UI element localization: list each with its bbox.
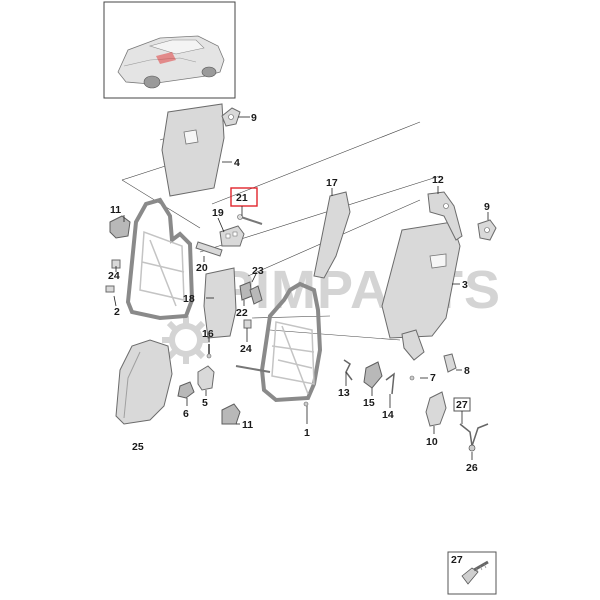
label-26: 26	[466, 462, 478, 474]
part-2-left-frame	[125, 197, 195, 321]
label-25: 25	[132, 441, 144, 453]
label-24b: 24	[240, 343, 252, 355]
part-24-clip-left	[105, 259, 121, 293]
part-labels: 9 4 11 21 19 17 12 9 20 23 24 3 18 22 2 …	[108, 112, 490, 566]
label-1: 1	[304, 427, 310, 439]
part-9-clip-upper	[221, 107, 241, 127]
label-4: 4	[234, 157, 240, 169]
label-6: 6	[183, 408, 189, 420]
label-24a: 24	[108, 270, 120, 282]
part-9-clip-right	[477, 219, 497, 241]
highlight-box-21	[230, 187, 258, 207]
label-19: 19	[212, 207, 224, 219]
part-17-side-trim	[313, 191, 351, 279]
part-5-bracket	[197, 365, 215, 391]
part-4-back-cover	[161, 103, 225, 197]
part-26-cable	[459, 423, 489, 452]
part-18-panel	[203, 267, 237, 339]
label-23: 23	[252, 265, 264, 277]
label-14: 14	[382, 409, 394, 421]
label-7: 7	[430, 372, 436, 384]
part-10-latch	[425, 391, 447, 427]
vehicle-thumbnail	[103, 1, 236, 99]
label-21: 21	[236, 192, 248, 204]
label-22: 22	[236, 307, 248, 319]
label-3: 3	[462, 279, 468, 291]
part-8-catch	[443, 353, 457, 373]
part-6-bracket	[177, 381, 195, 399]
label-2: 2	[114, 306, 120, 318]
part-11-pad-bottom	[221, 403, 241, 425]
part-7-lever	[401, 329, 425, 381]
part-12-bracket	[427, 191, 463, 241]
part-14-link	[385, 372, 395, 395]
part-24-clip-mid	[243, 319, 252, 329]
part-21-rod	[237, 214, 263, 225]
part-11-pad-left	[109, 215, 131, 239]
car-thumbnail-icon	[117, 35, 225, 89]
label-9a: 9	[251, 112, 257, 124]
label-8: 8	[464, 365, 470, 377]
part-23-fitting	[249, 285, 263, 305]
fastener-box	[447, 551, 497, 595]
part-3-back-panel	[381, 221, 461, 339]
label-27a: 27	[456, 399, 468, 411]
part-16-pin	[206, 344, 212, 359]
part-20-bar	[195, 241, 223, 257]
label-9b: 9	[484, 201, 490, 213]
label-11a: 11	[110, 204, 121, 216]
bolt-icon	[461, 560, 489, 585]
label-18: 18	[183, 293, 195, 305]
label-16: 16	[202, 328, 214, 340]
part-15-actuator	[363, 361, 383, 389]
leader-lines	[113, 116, 489, 460]
label-13: 13	[338, 387, 350, 399]
label-17: 17	[326, 177, 338, 189]
label-10: 10	[426, 436, 438, 448]
label-12: 12	[432, 174, 444, 186]
label-11b: 11	[242, 419, 253, 431]
part-25-cushion	[115, 339, 173, 425]
label-20: 20	[196, 262, 208, 274]
label-5: 5	[202, 397, 208, 409]
part-13-spring	[343, 359, 353, 381]
part-19-bracket	[219, 225, 245, 247]
label-15: 15	[363, 397, 375, 409]
part-1-main-frame	[235, 281, 323, 407]
label-27b: 27	[451, 554, 463, 566]
